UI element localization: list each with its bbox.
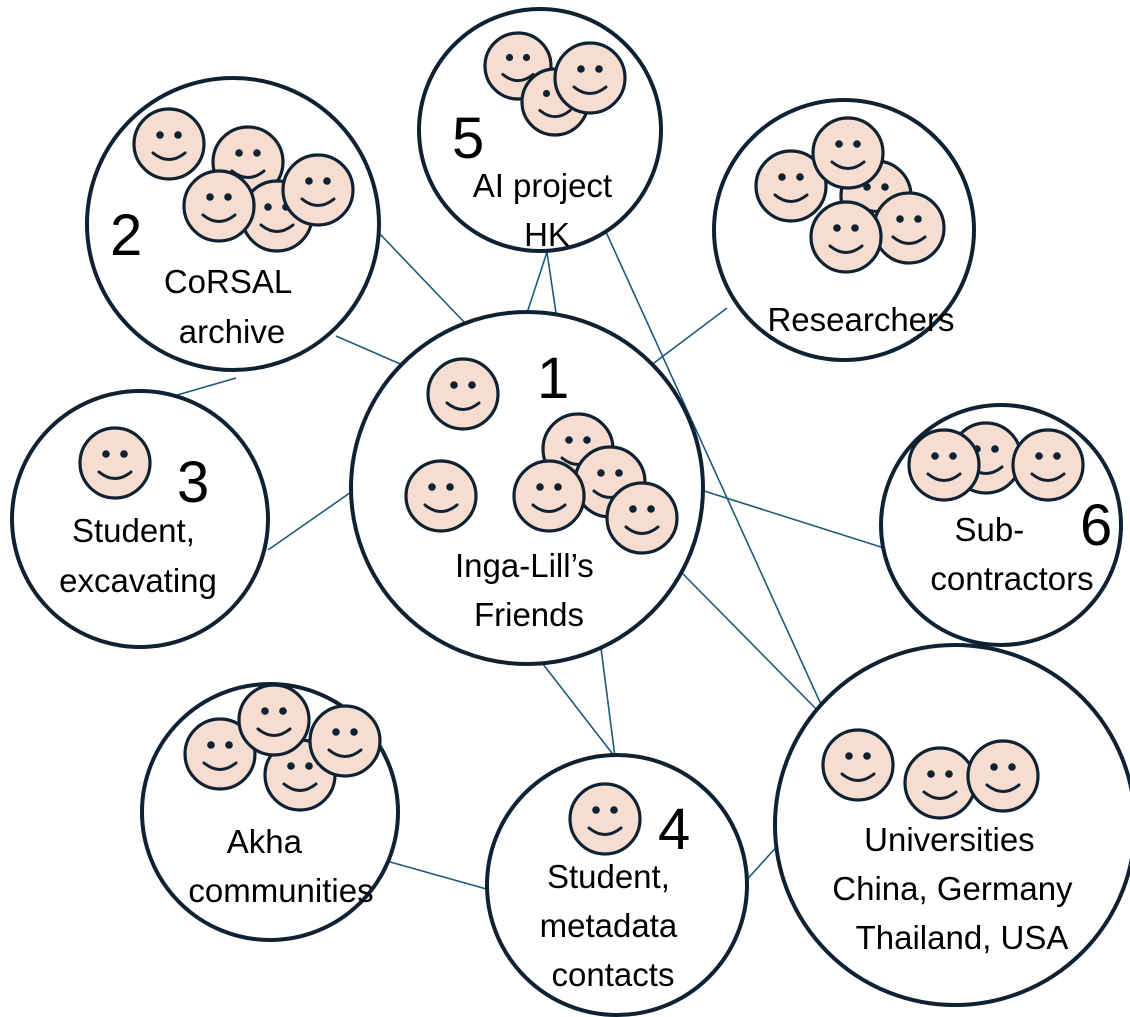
smiley-face-icon bbox=[872, 191, 946, 265]
node-ai-project-number: 5 bbox=[452, 106, 484, 171]
node-akha-label: Akha communities bbox=[188, 823, 373, 909]
edge-excavating-friends bbox=[267, 489, 355, 551]
edge-friends-subcontractors bbox=[700, 489, 885, 549]
smiley-face-icon bbox=[512, 459, 586, 533]
smiley-face-icon bbox=[605, 481, 679, 555]
edge-corsal-friends bbox=[377, 231, 466, 324]
edge-ai-universities bbox=[605, 231, 830, 723]
node-metadata-label: Student, metadata contacts bbox=[540, 858, 687, 993]
smiley-face-icon bbox=[426, 357, 500, 431]
node-ai-project-label: AI project HK bbox=[473, 167, 622, 253]
smiley-faces bbox=[78, 31, 1085, 856]
edge-akha-metadata bbox=[382, 859, 491, 891]
node-excavating-number: 3 bbox=[177, 450, 209, 515]
edge-corsal-friends-lower bbox=[335, 335, 406, 367]
node-metadata-circle bbox=[485, 753, 749, 1017]
smiley-face-icon bbox=[78, 426, 152, 500]
smiley-face-icon bbox=[281, 153, 355, 227]
edge-ai-friends-right bbox=[546, 251, 557, 314]
node-corsal-number: 2 bbox=[110, 203, 142, 268]
smiley-face-icon bbox=[132, 107, 206, 181]
edge-friends-metadata-right bbox=[600, 647, 616, 758]
smiley-face-icon bbox=[821, 728, 895, 802]
node-labels: Inga-Lill’s Friends CoRSAL archive Stude… bbox=[59, 167, 1094, 993]
smiley-face-icon bbox=[183, 717, 257, 791]
node-excavating-label: Student, excavating bbox=[59, 512, 217, 599]
smiley-face-icon bbox=[182, 169, 256, 243]
smiley-face-icon bbox=[308, 704, 382, 778]
node-excavating-circle bbox=[10, 389, 270, 649]
edge-friends-universities bbox=[682, 573, 830, 723]
edge-ai-friends-left bbox=[526, 251, 548, 314]
node-numbers: 1 2 3 4 5 6 bbox=[110, 106, 1112, 862]
edge-researchers-friends bbox=[649, 307, 728, 367]
node-corsal-label: CoRSAL archive bbox=[164, 263, 300, 350]
smiley-face-icon bbox=[809, 200, 883, 274]
smiley-face-icon bbox=[568, 782, 642, 856]
smiley-face-icon bbox=[811, 116, 885, 190]
smiley-face-icon bbox=[754, 149, 828, 223]
node-metadata-number: 4 bbox=[658, 797, 690, 862]
node-universities-label: Universities China, Germany Thailand, US… bbox=[832, 821, 1081, 956]
node-subcontractors-number: 6 bbox=[1080, 493, 1112, 558]
smiley-face-icon bbox=[553, 41, 627, 115]
node-friends-label: Inga-Lill’s Friends bbox=[455, 547, 603, 633]
node-friends-number: 1 bbox=[537, 346, 569, 411]
edge-metadata-universities bbox=[742, 843, 780, 885]
node-researchers-label: Researchers bbox=[767, 301, 954, 338]
smiley-face-icon bbox=[903, 746, 977, 820]
smiley-face-icon bbox=[966, 739, 1040, 813]
smiley-face-icon bbox=[237, 683, 311, 757]
smiley-face-icon bbox=[404, 459, 478, 533]
smiley-face-icon bbox=[1011, 428, 1085, 502]
smiley-face-icon bbox=[907, 428, 981, 502]
node-subcontractors-label: Sub- contractors bbox=[930, 511, 1093, 597]
